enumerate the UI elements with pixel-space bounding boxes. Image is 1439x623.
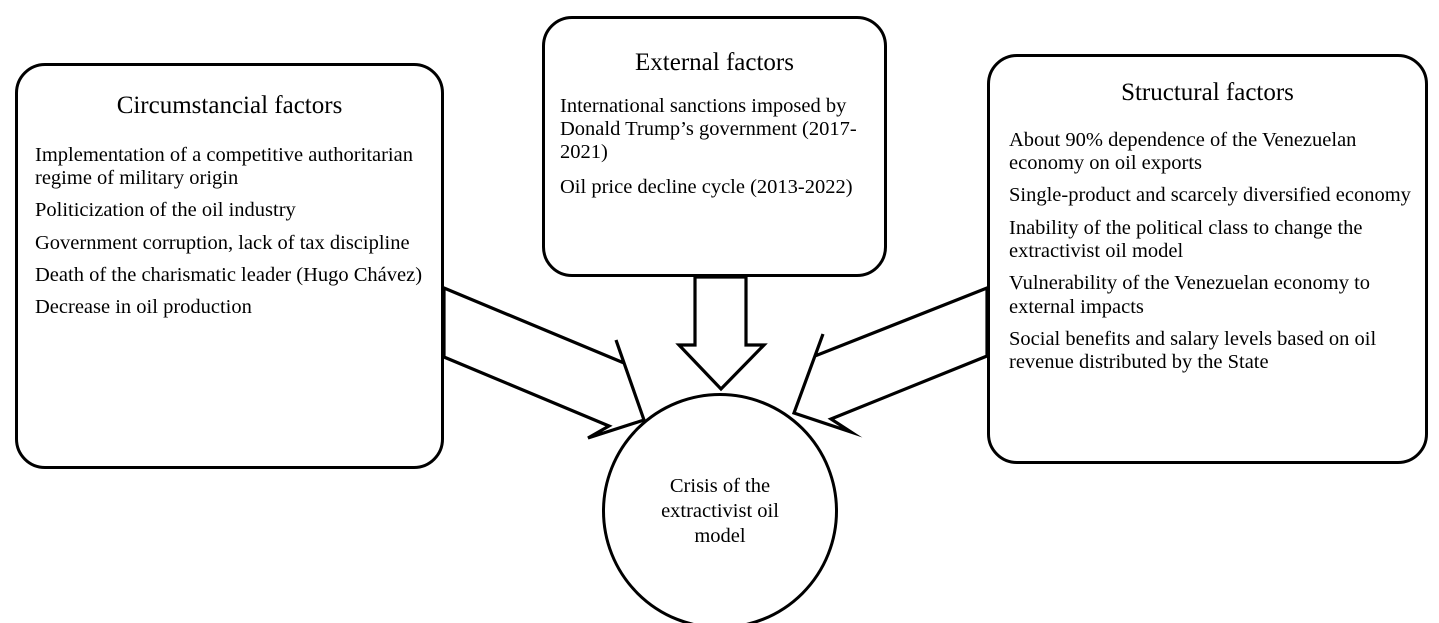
list-item: Death of the charismatic leader (Hugo Ch… [35,263,423,286]
list-item: Decrease in oil production [35,296,252,319]
arrow-structural-to-center [791,285,989,438]
list-item: Government corruption, lack of tax disci… [35,231,410,254]
center-node-label: Crisis of the extractivist oil model [625,474,815,549]
box-structural-factors: Structural factors About 90% dependence … [987,54,1428,464]
center-label-line-1: Crisis of the [669,474,771,497]
center-label-line-3: model [694,524,746,547]
box-external-title: External factors [635,49,794,76]
box-structural-list: About 90% dependence of the Venezuelan e… [1009,129,1413,375]
box-circumstancial-list: Implementation of a competitive authorit… [35,144,429,320]
list-item: Vulnerability of the Venezuelan economy … [1009,272,1371,318]
center-label-line-2: extractivist oil [661,499,779,522]
box-circumstancial-title: Circumstancial factors [116,92,343,119]
arrow-circumstancial-to-center [442,285,647,440]
list-item: About 90% dependence of the Venezuelan e… [1009,128,1357,174]
list-item: Social benefits and salary levels based … [1009,328,1377,374]
box-structural-title: Structural factors [1121,79,1294,106]
list-item: Politicization of the oil industry [35,199,296,222]
center-node-crisis: Crisis of the extractivist oil model [602,393,838,623]
box-external-list: International sanctions imposed by Donal… [560,95,872,199]
box-external-factors: External factors International sanctions… [542,16,887,277]
list-item: International sanctions imposed by Donal… [560,94,857,164]
list-item: Implementation of a competitive authorit… [35,143,413,189]
arrow-external-to-center [675,275,768,392]
box-circumstancial-factors: Circumstancial factors Implementation of… [15,63,444,469]
list-item: Inability of the political class to chan… [1009,216,1363,262]
list-item: Single-product and scarcely diversified … [1009,184,1411,207]
list-item: Oil price decline cycle (2013-2022) [560,175,853,198]
